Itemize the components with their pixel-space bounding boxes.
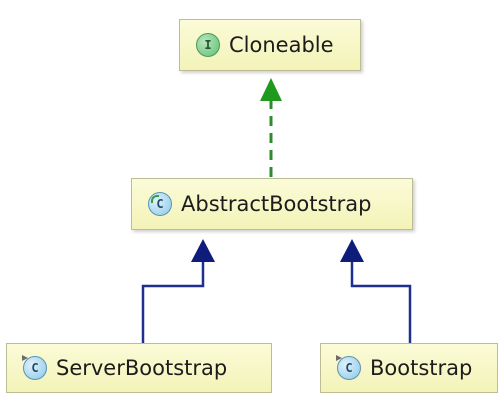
node-cloneable[interactable]: I Cloneable [179, 19, 361, 71]
node-label-server-bootstrap: ServerBootstrap [56, 356, 228, 380]
node-label-abstract-bootstrap: AbstractBootstrap [181, 192, 372, 216]
implements-arrowhead [260, 78, 282, 101]
interface-icon: I [196, 33, 220, 57]
extends-edge-bootstrap [350, 261, 412, 343]
abstract-class-icon: C [148, 192, 172, 216]
extends-edge-serverbootstrap [141, 261, 205, 343]
node-label-cloneable: Cloneable [229, 33, 334, 57]
extends-arrowhead-bootstrap [340, 239, 364, 262]
node-server-bootstrap[interactable]: C ServerBootstrap [6, 343, 272, 393]
node-bootstrap[interactable]: C Bootstrap [320, 343, 498, 393]
node-label-bootstrap: Bootstrap [370, 356, 473, 380]
extends-arrowhead-serverbootstrap [191, 239, 215, 262]
class-icon: C [23, 356, 47, 380]
class-icon: C [337, 356, 361, 380]
node-abstract-bootstrap[interactable]: C AbstractBootstrap [131, 178, 413, 230]
